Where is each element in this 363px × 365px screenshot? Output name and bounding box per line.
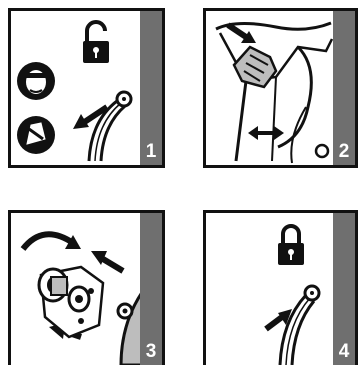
step-3-panel: 3 <box>8 210 165 365</box>
hand-grip <box>234 47 276 87</box>
step-1-panel: 1 <box>8 8 165 168</box>
adjust-double-arrow-icon <box>248 126 284 140</box>
step-strip: 4 <box>333 213 355 365</box>
step-strip: 3 <box>140 213 162 365</box>
driver-face-icon <box>17 62 55 100</box>
step-number: 4 <box>336 342 352 361</box>
seat-outline <box>216 23 332 163</box>
step-number: 2 <box>336 142 352 161</box>
seat-knob <box>316 145 328 157</box>
step-strip: 2 <box>333 11 355 165</box>
seat-belt-icon <box>17 116 55 154</box>
step-4-panel: 4 <box>203 210 358 365</box>
push-arrow-icon <box>91 251 123 271</box>
seat-lever <box>89 92 131 161</box>
step-2-panel: 2 <box>203 8 358 168</box>
rotate-arrow-icon <box>23 234 81 249</box>
step-strip: 1 <box>140 11 162 165</box>
unlocked-padlock-icon <box>83 22 109 63</box>
locked-padlock-icon <box>278 226 304 265</box>
step-number: 1 <box>143 142 159 161</box>
step-number: 3 <box>143 342 159 361</box>
seat-lever <box>280 286 319 365</box>
push-arrow-icon <box>228 25 256 43</box>
